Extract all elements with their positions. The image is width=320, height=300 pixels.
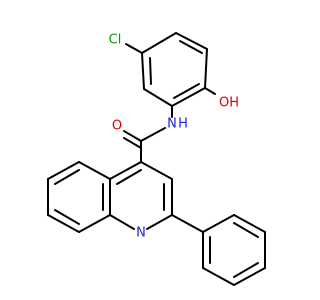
bond <box>204 48 208 89</box>
atom-label-group: Cl OH N H O N <box>109 33 239 241</box>
bond <box>54 169 80 185</box>
bond <box>123 130 142 142</box>
bond <box>125 43 143 54</box>
molecule-structure-diagram: Cl OH N H O N <box>47 32 266 286</box>
bond-group <box>47 32 266 286</box>
bond <box>173 83 200 99</box>
bond <box>47 161 80 180</box>
bond <box>47 214 80 233</box>
bond <box>179 40 203 54</box>
bond <box>146 214 173 230</box>
bond <box>109 161 142 180</box>
bond <box>171 214 204 233</box>
atom-label-carbonyl-oxygen: O <box>112 119 122 134</box>
bond <box>78 161 111 180</box>
bond <box>233 267 266 286</box>
atom-label-amide-nitrogen: N <box>167 117 177 132</box>
atom-label-amide-hydrogen: H <box>178 117 188 132</box>
bond <box>78 214 111 233</box>
atom-label-quinoline-nitrogen: N <box>136 226 146 241</box>
bond <box>202 214 235 233</box>
atom-label-hydroxyl: OH <box>219 96 239 111</box>
bond <box>123 137 142 149</box>
bond <box>143 88 173 107</box>
bond <box>175 32 208 50</box>
atom-label-chlorine: Cl <box>109 33 122 48</box>
bond <box>202 267 235 286</box>
bond <box>141 32 177 54</box>
bond <box>141 52 145 90</box>
bond <box>54 209 80 225</box>
bond <box>233 262 259 278</box>
bond <box>204 87 216 95</box>
bond <box>140 127 166 142</box>
bond <box>233 214 266 233</box>
bond <box>171 87 206 107</box>
bond <box>149 57 152 85</box>
bond <box>109 214 135 230</box>
bond <box>140 161 173 180</box>
bond <box>233 222 259 238</box>
bond <box>116 169 142 185</box>
